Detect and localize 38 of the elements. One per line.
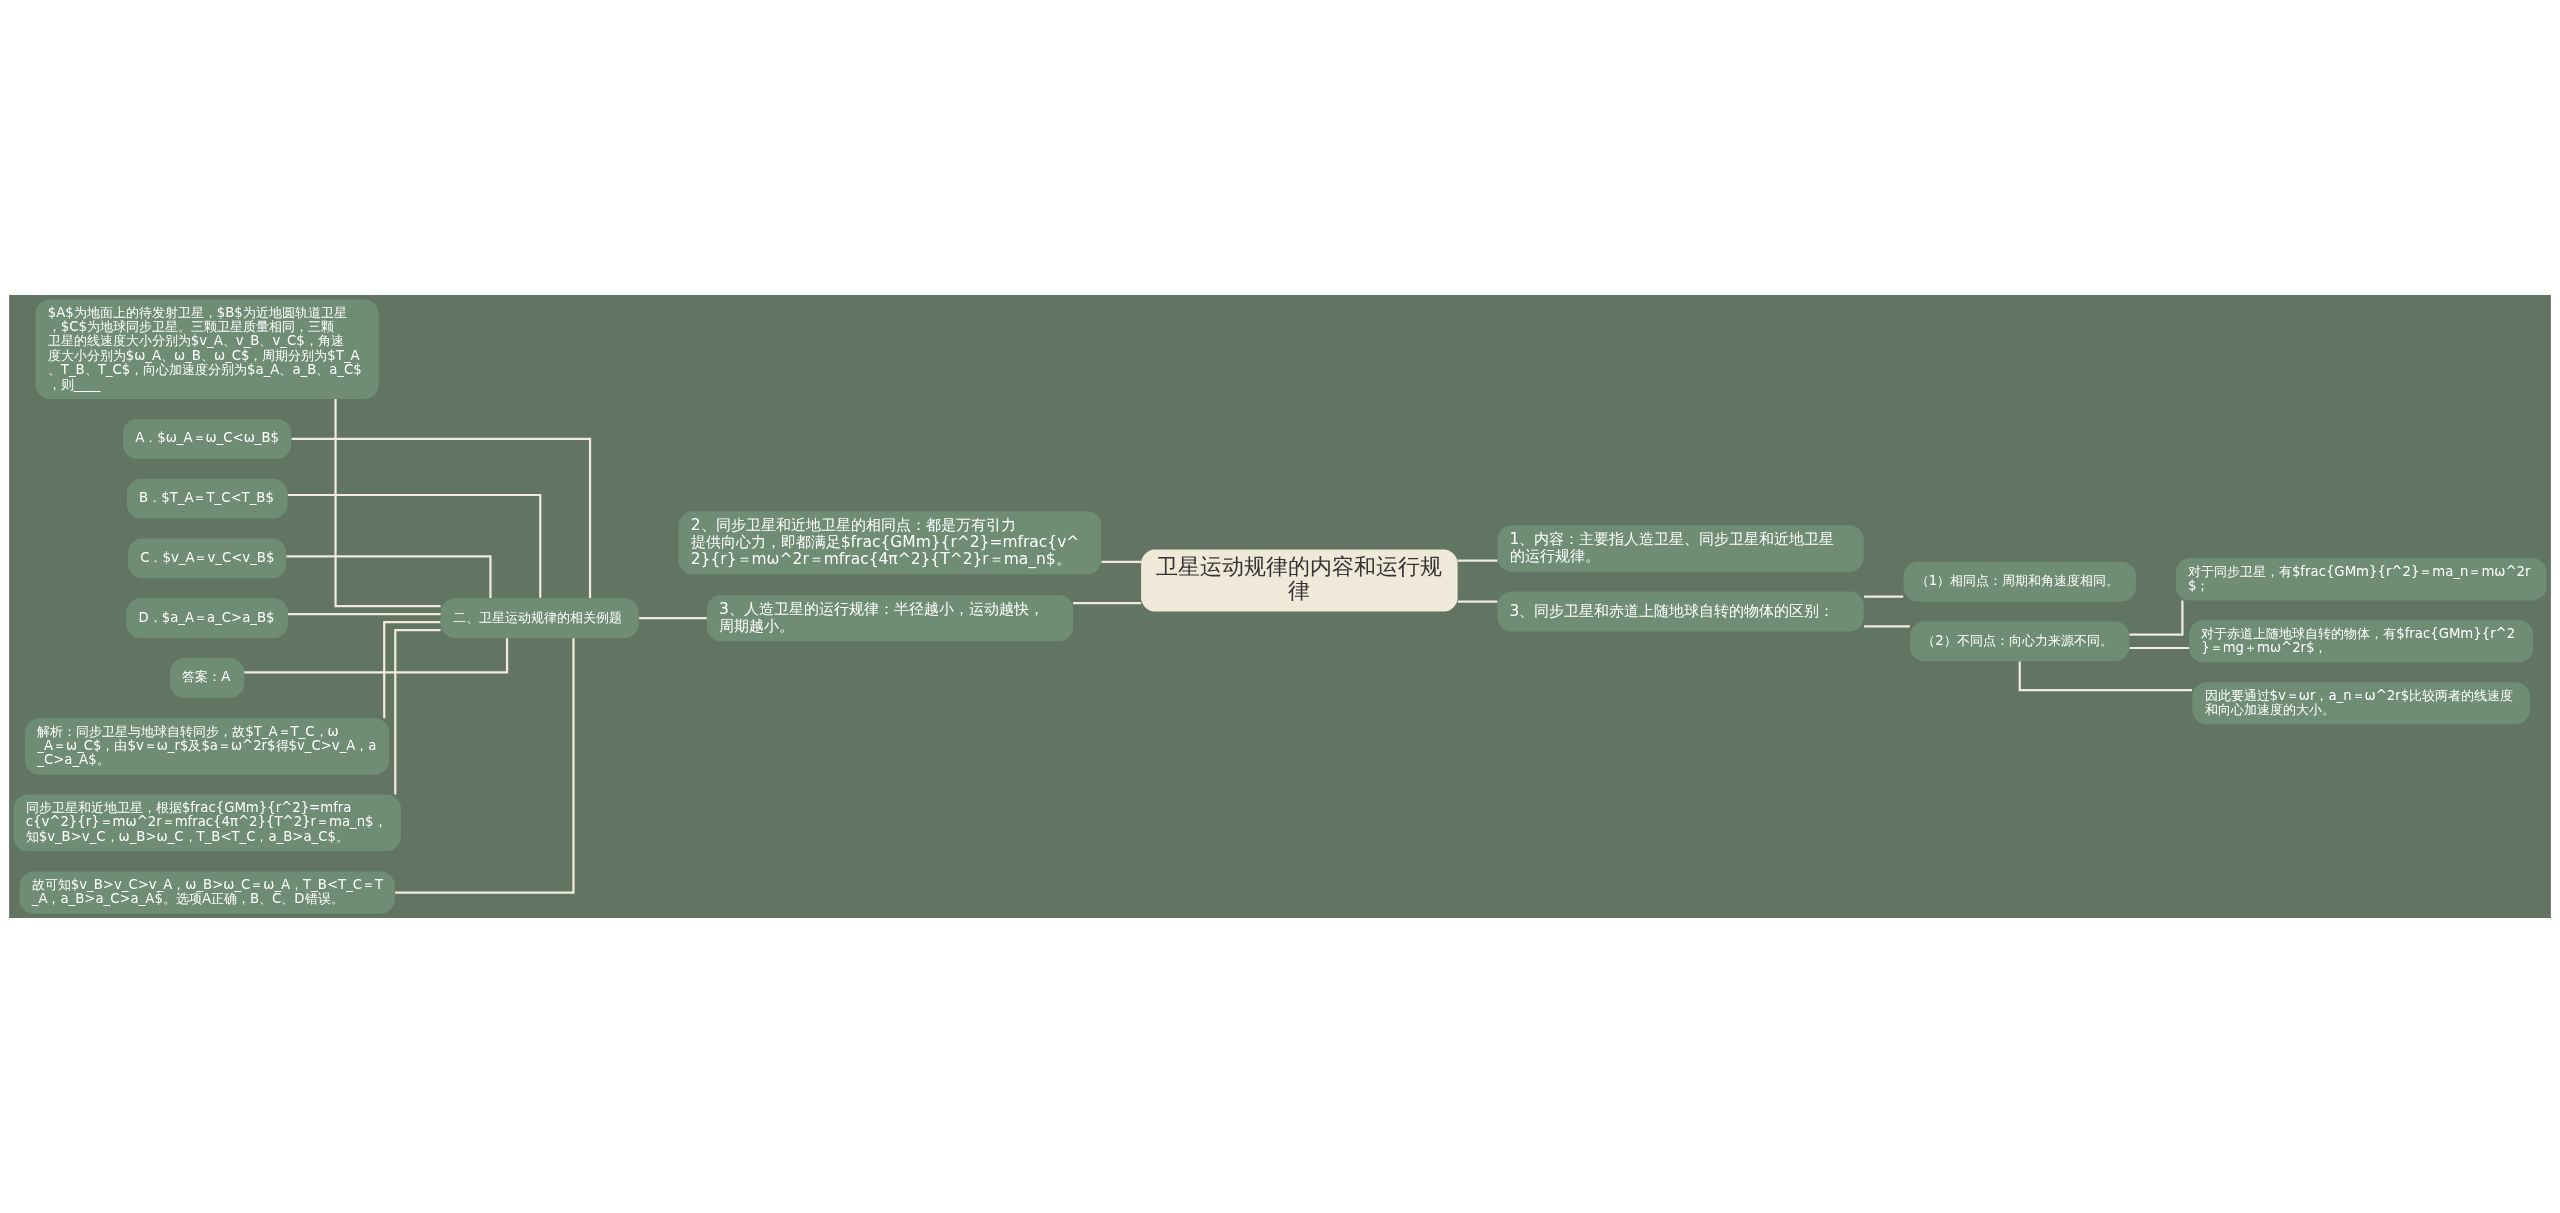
connector xyxy=(2129,600,2184,636)
node-box: （1）相同点：周期和角速度相同。 xyxy=(1903,561,2136,602)
connector xyxy=(1864,625,1910,628)
node-box: （2）不同点：向心力来源不同。 xyxy=(1910,621,2130,662)
connector xyxy=(1073,602,1142,605)
node-box: 解析：同步卫星与地球自转同步，故$T_A＝T_C，ω_A＝ω_C$，由$v＝ω_r$及$a＝ω^2r$得$v_C>v_A，a_C>a_A$。 xyxy=(25,718,390,775)
connector xyxy=(288,613,441,616)
connector xyxy=(287,493,542,598)
node-box: 答案：A xyxy=(170,657,245,698)
node-box: 3、人造卫星的运行规律：半径越小，运动越快，周期越小。 xyxy=(706,594,1074,642)
connector xyxy=(1457,600,1498,603)
node-box: 1、内容：主要指人造卫星、同步卫星和近地卫星的运行规律。 xyxy=(1497,525,1864,572)
connector xyxy=(394,628,441,795)
node-box: C．$v_A＝v_C<v_B$ xyxy=(128,538,287,579)
connector xyxy=(639,617,707,620)
node-box: 同步卫星和近地卫星，根据$frac{GMm}{r^2}=mfrac{v^2}{r}＝mω^2r＝mfrac{4π^2}{T^2}r＝ma_n$，知$v_B>v_C，ω_B>ω_C，T_B<T_C，a_B>a_C$。 xyxy=(13,794,401,852)
node-box: 卫星运动规律的内容和运行规律 xyxy=(1141,549,1458,612)
node-box: 2、同步卫星和近地卫星的相同点：都是万有引力提供向心力，即都满足$frac{GMm}{r^2}=mfrac{v^2}{r}＝mω^2r＝mfrac{4π^2}{T^2}r＝ma_n$。 xyxy=(678,511,1102,575)
connector xyxy=(334,399,441,608)
node-box: D．$a_A＝a_C>a_B$ xyxy=(126,598,288,639)
node-box: 二、卫星运动规律的相关例题 xyxy=(440,598,639,639)
node-box: 故可知$v_B>v_C>v_A，ω_B>ω_C＝ω_A，T_B<T_C＝T_A，a_B>a_C>a_A$。选项A正确，B、C、D错误。 xyxy=(19,871,395,914)
connector xyxy=(286,555,492,598)
connector xyxy=(291,437,592,598)
connector xyxy=(2129,646,2189,650)
node-box: 3、同步卫星和赤道上随地球自转的物体的区别： xyxy=(1497,591,1864,632)
connector xyxy=(1101,560,1142,564)
connector xyxy=(1457,559,1498,562)
connector xyxy=(244,638,509,674)
node-box: A．$ω_A＝ω_C<ω_B$ xyxy=(123,418,292,459)
node-box: 因此要通过$v＝ωr，a_n＝ω^2r$比较两者的线速度和向心加速度的大小。 xyxy=(2192,682,2530,725)
connector xyxy=(383,621,441,719)
node-box: 对于同步卫星，有$frac{GMm}{r^2}＝ma_n＝mω^2r$； xyxy=(2175,558,2547,601)
connector xyxy=(1864,595,1904,598)
node-box: B．$T_A＝T_C<T_B$ xyxy=(126,478,288,519)
connector xyxy=(395,638,575,894)
node-box: 对于赤道上随地球自转的物体，有$frac{GMm}{r^2}＝mg＋mω^2r$， xyxy=(2189,620,2534,663)
node-box: $A$为地面上的待发射卫星，$B$为近地圆轨道卫星，$C$为地球同步卫星。三颗卫星质量相同，三颗卫星的线速度大小分别为$v_A、v_B、v_C$，角速度大小分别为$ω_A、ω_B、ω_C$，周期分别为$T_A、T_B、T_C$，向心加速度分别为$a_A、a_B、a_C$，则____ xyxy=(35,299,379,399)
